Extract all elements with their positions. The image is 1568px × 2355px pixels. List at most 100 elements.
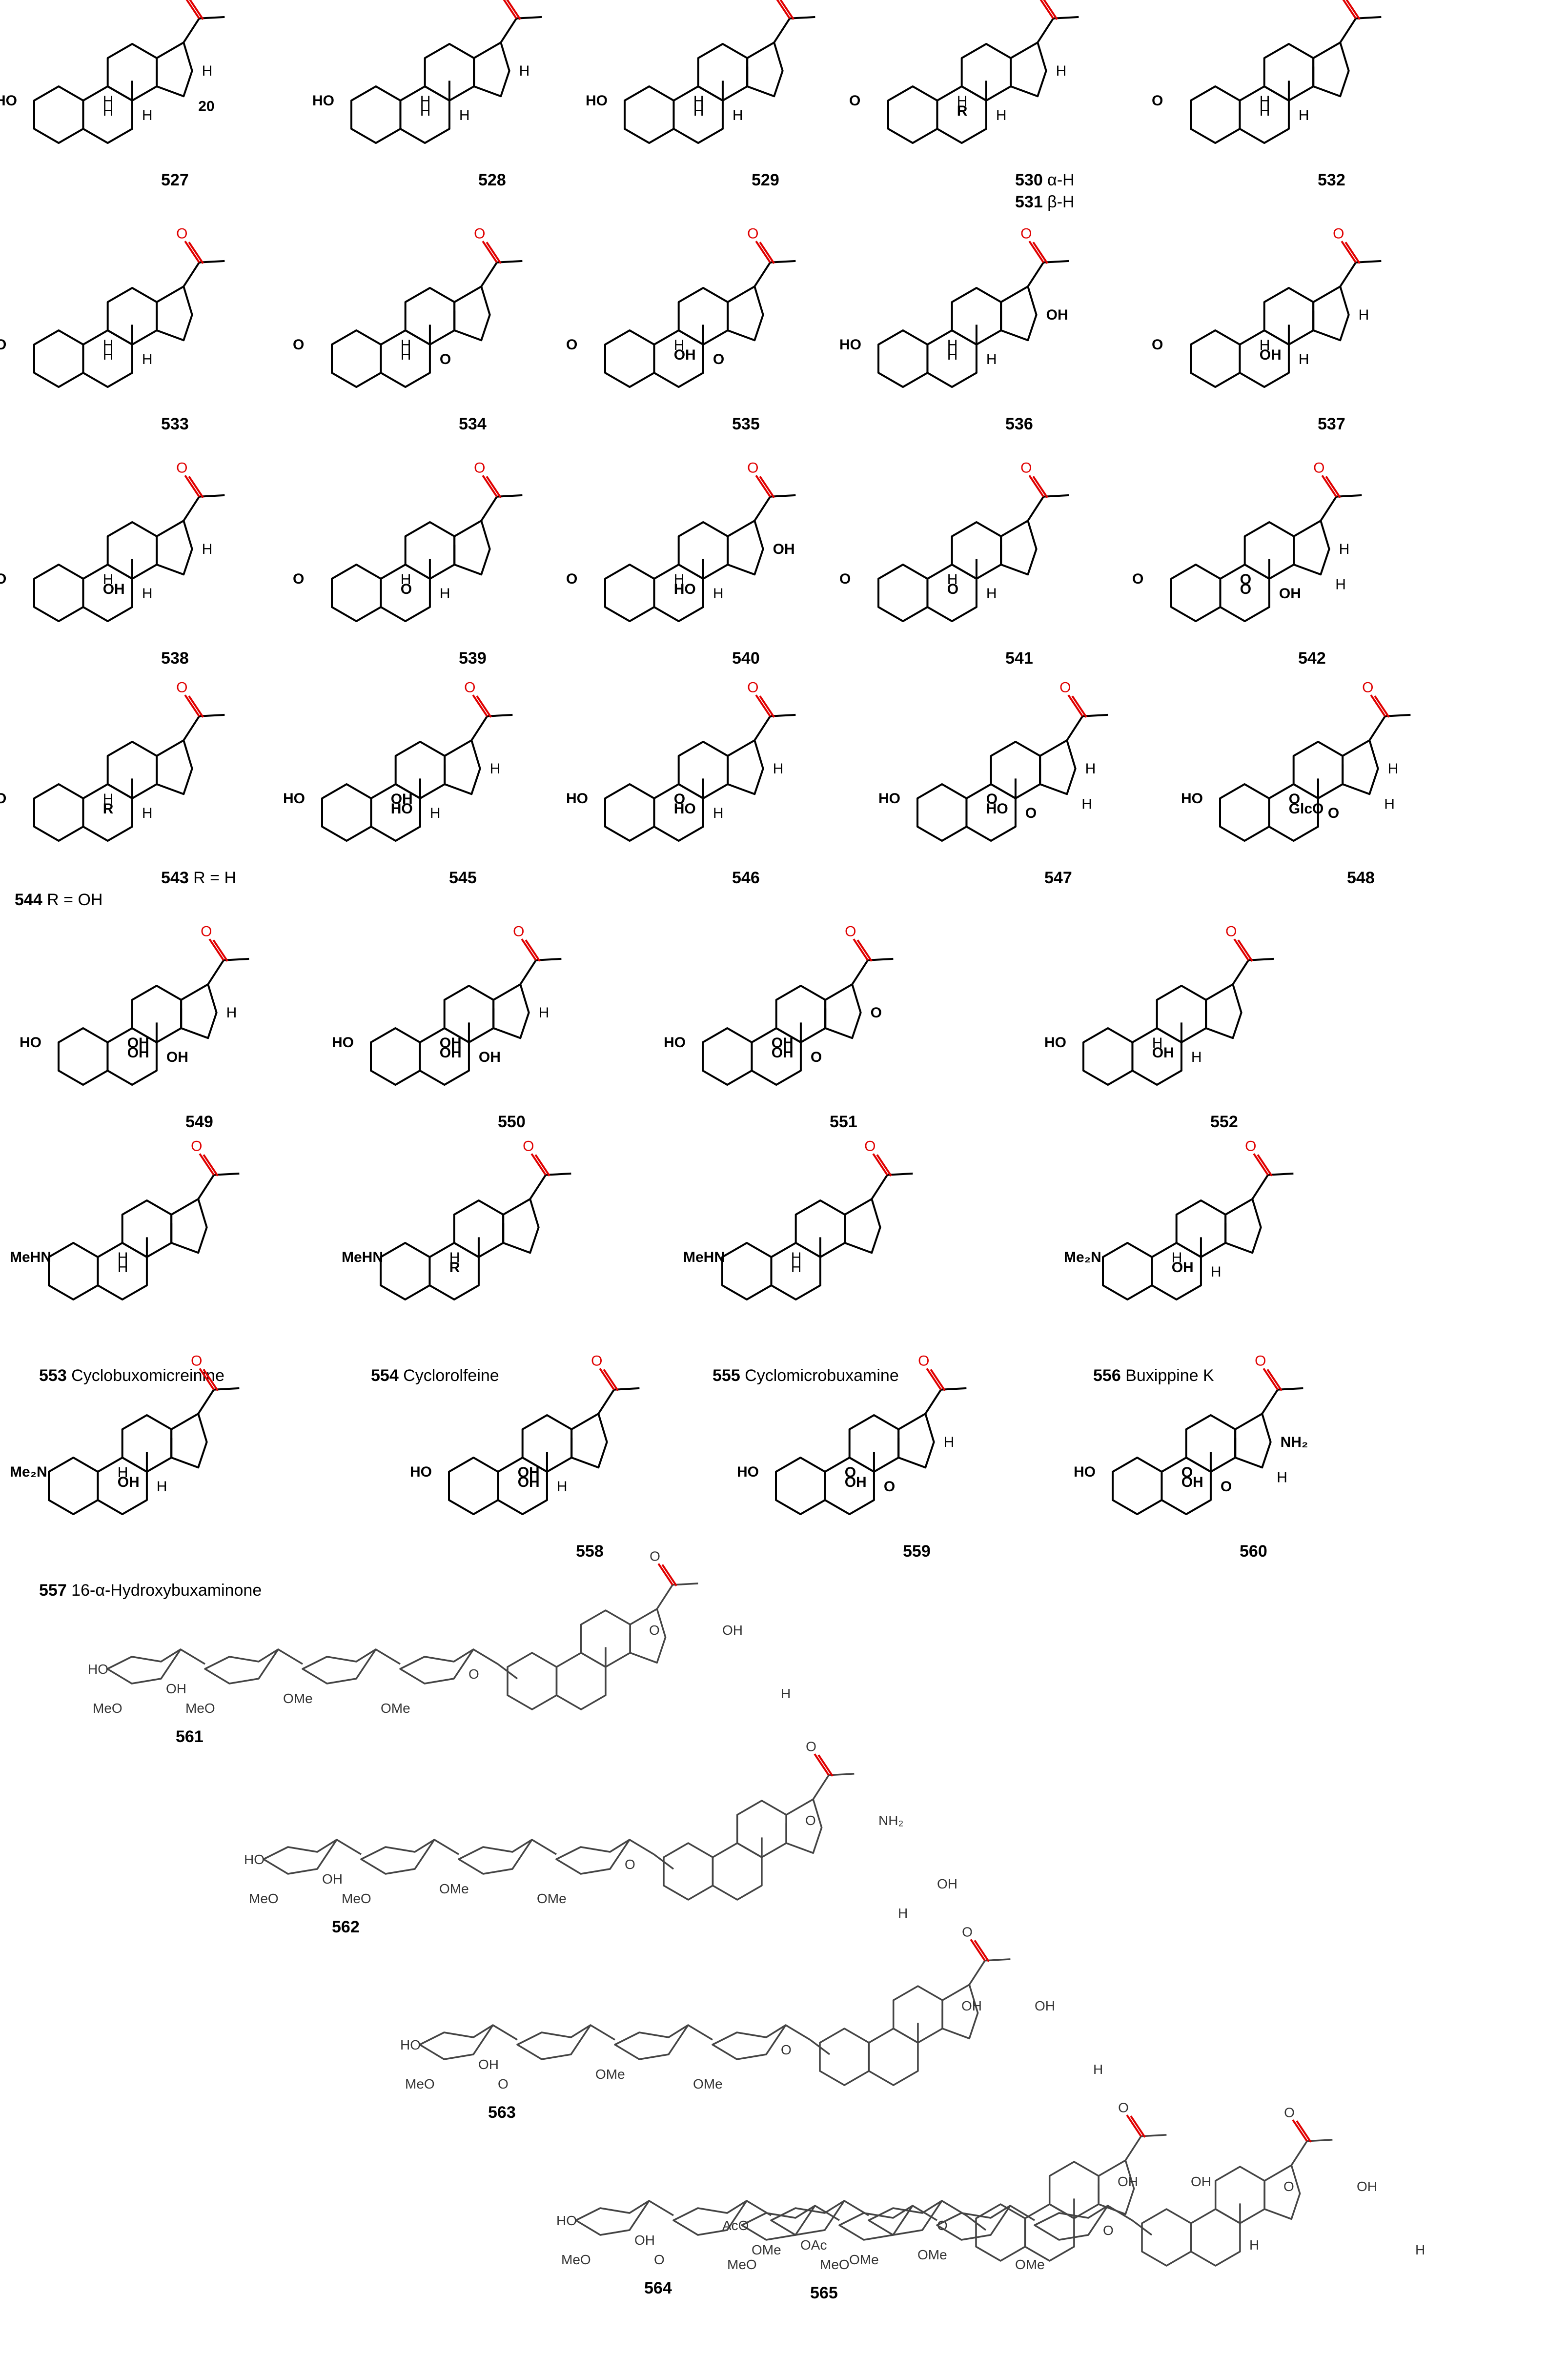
atom-label: H [118,1464,128,1481]
carbonyl-bond [755,241,771,263]
atom-label: H [1152,1035,1163,1051]
carbonyl-bond [472,694,488,717]
atom-label: H [1211,1264,1222,1280]
glycosidic-bond [278,1648,303,1665]
atom-label: H [1249,2237,1259,2253]
compound-number: 539 [459,649,487,668]
sugar-ring [419,2024,494,2060]
carbonyl-double-bond [1043,0,1058,20]
carbonyl-double-bond [759,476,775,498]
atom-label: H [1415,2242,1425,2257]
glycosidic-bond [649,2200,674,2216]
carbonyl-bond [184,694,200,717]
ring-a [819,2028,870,2086]
carbonyl-oxygen: O [176,679,187,695]
compound-number: 538 [161,649,189,668]
atom-label: HO [332,1035,354,1051]
compound-number: 551 [830,1113,857,1131]
carbonyl-double-bond [974,1940,990,1962]
atom-label: HO [586,93,608,109]
compound-number: 563 [488,2103,516,2122]
atom-label: HO [1074,1464,1096,1480]
carbonyl-double-bond [1325,476,1341,498]
atom-label: OH [773,541,795,557]
ring-a [1102,1242,1153,1300]
atom-label: Me₂N [1064,1249,1101,1265]
ring-d [156,285,193,342]
ring-d [785,1798,823,1854]
atom-label: H [1056,63,1067,79]
compound-label: 533 [161,415,189,434]
compound-label: 532 [1318,171,1345,190]
carbonyl-double-bond [1296,2120,1312,2143]
compound-number: 546 [732,869,760,887]
compound-number: 543 [161,869,189,887]
atom-label: OH [772,1045,794,1061]
c17-c20-bond [1251,1174,1269,1200]
ring-b [555,1652,607,1710]
compound-number: 565 [810,2284,838,2302]
sugar-ring [712,2024,787,2060]
ring-a [1141,2208,1192,2267]
carbonyl-oxygen: O [1313,460,1324,476]
glycosidic-bond [688,2024,713,2041]
ring-a [331,564,382,622]
atom-label: R [103,801,114,817]
atom-label: H [898,1906,908,1921]
ring-a [663,1842,714,1901]
atom-label: HO [986,801,1008,817]
carbonyl-oxygen: O [464,679,475,695]
ring-a [370,1027,421,1086]
ring-d [844,1198,881,1254]
ring-a [448,1457,499,1515]
compound-label: 554 Cyclorolfeine [371,1366,499,1385]
ring-b [712,1842,763,1901]
atom-label: OH [1046,307,1068,323]
compound-number: 564 [644,2279,672,2297]
compound-label: 548 [1347,869,1375,888]
atom-label: O [805,1813,816,1828]
atom-label: O [468,1666,479,1682]
atom-label: HO [283,791,305,807]
compound-label: 560 [1240,1542,1267,1561]
glycosidic-bond [912,2205,937,2221]
carbonyl-bond [872,1153,888,1176]
carbonyl-bond [1039,0,1054,19]
compound-label: 539 [459,649,487,668]
atom-label: OMe [1015,2257,1045,2272]
carbonyl-bond [814,1753,830,1776]
sugar-ring [263,1839,338,1875]
atom-label: H [1093,2062,1103,2077]
c17-c20-bond [597,1389,615,1415]
sugar-ring [936,2205,1011,2241]
carbonyl-bond [1233,938,1249,961]
atom-label: H [1299,107,1309,123]
c17-c20-bond [1232,959,1249,985]
carbonyl-double-bond [817,1754,834,1777]
atom-label: H [713,805,724,821]
atom-label: O [293,571,304,587]
carbonyl-oxygen: O [962,1924,973,1939]
compound-name: Cyclorolfeine [398,1366,499,1385]
carbonyl-double-bond [759,242,775,264]
compound-name: Cyclobuxomicreinine [66,1366,224,1385]
compound-label: 544 R = OH [15,891,102,910]
atom-label: H [430,805,441,821]
atom-label: H [1085,761,1096,777]
compound-number: 533 [161,415,189,433]
ring-d [444,739,481,795]
compound-528: OHOHHHH [312,0,605,210]
atom-label: O [713,351,724,367]
atom-label: O [293,337,304,353]
atom-label: O [781,2042,792,2057]
ring-d [492,983,530,1039]
carbonyl-oxygen: O [474,225,485,242]
atom-label: OH [1118,2174,1138,2189]
